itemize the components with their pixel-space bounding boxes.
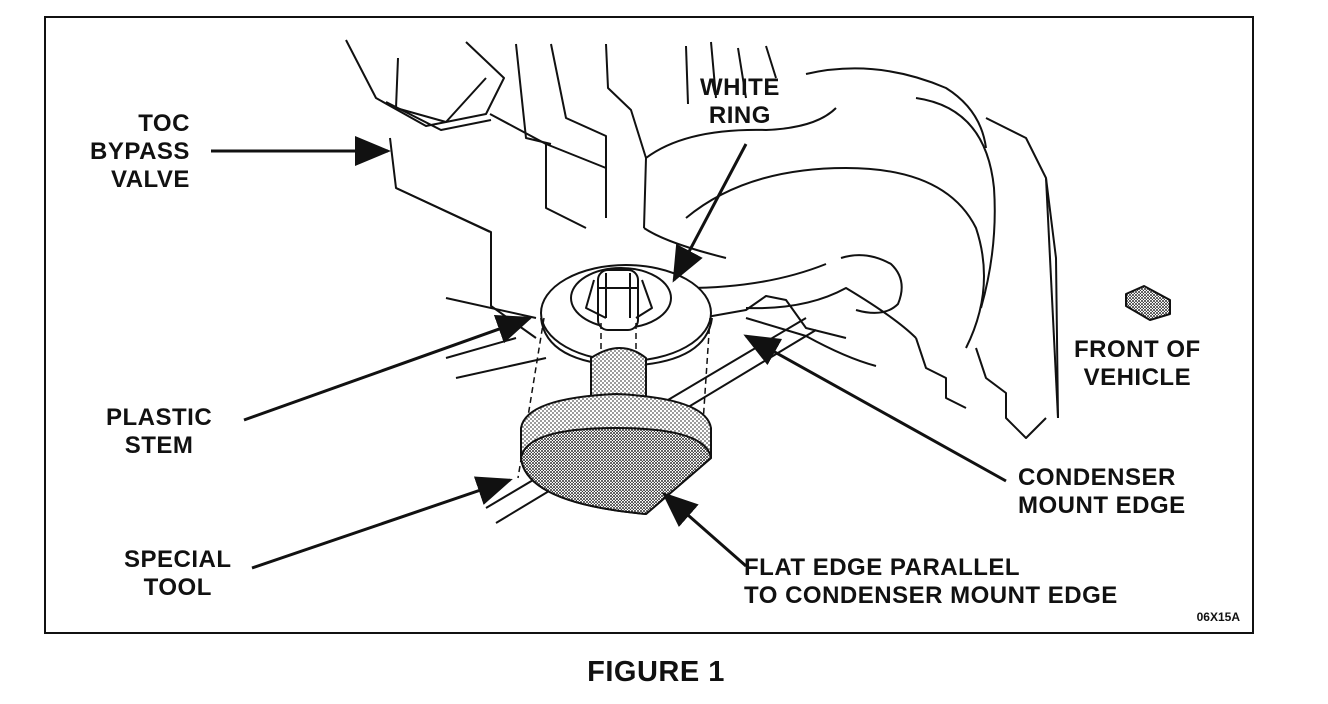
hex-nut	[345, 39, 505, 131]
arrow-condenser-mount-edge	[743, 334, 1007, 483]
special-tool	[520, 347, 712, 515]
leader-arrows	[211, 136, 1007, 570]
figure-frame: TOC BYPASS VALVE WHITE RING PLASTIC STEM…	[44, 16, 1254, 634]
label-condenser-mount-edge: CONDENSER MOUNT EDGE	[1018, 464, 1186, 519]
figure-code: 06X15A	[1196, 610, 1240, 624]
label-toc-bypass-valve: TOC BYPASS VALVE	[90, 110, 190, 193]
casting-upper	[605, 41, 987, 259]
front-of-vehicle-icon	[1125, 285, 1171, 321]
label-special-tool: SPECIAL TOOL	[124, 546, 232, 601]
arrow-plastic-stem	[243, 314, 533, 422]
condenser-bracket	[685, 97, 1059, 439]
valve-illustration	[211, 39, 1171, 570]
label-white-ring: WHITE RING	[700, 74, 780, 129]
plastic-stem	[585, 269, 653, 331]
arrow-flat-edge	[661, 492, 747, 568]
label-plastic-stem: PLASTIC STEM	[106, 404, 213, 459]
arrow-white-ring	[672, 143, 748, 283]
arrow-special-tool	[251, 476, 513, 570]
figure-caption: FIGURE 1	[587, 656, 725, 688]
label-front-of-vehicle: FRONT OF VEHICLE	[1074, 336, 1201, 391]
label-flat-edge: FLAT EDGE PARALLEL TO CONDENSER MOUNT ED…	[744, 554, 1118, 609]
